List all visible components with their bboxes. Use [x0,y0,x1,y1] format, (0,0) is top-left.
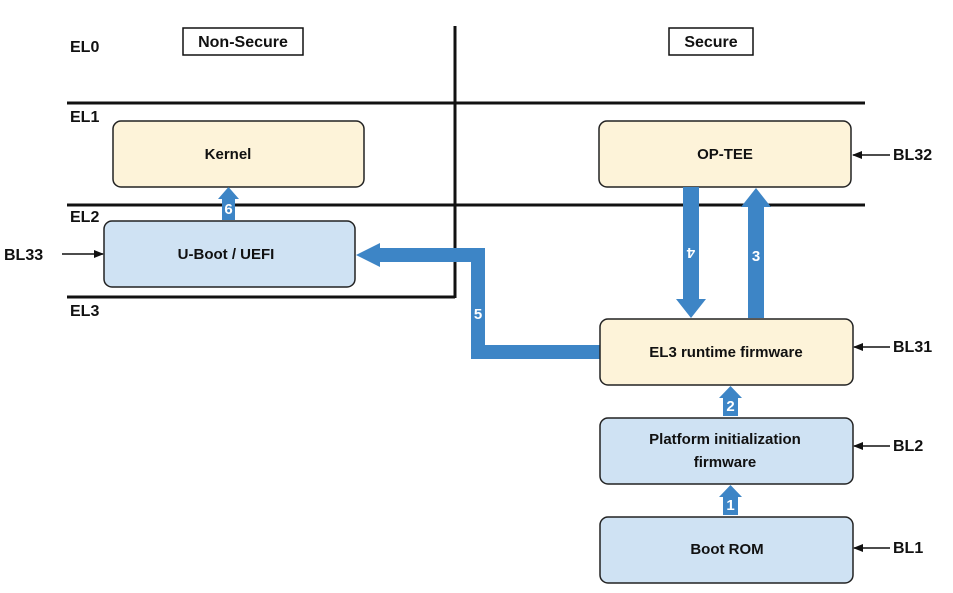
step-1-arrowhead [719,485,742,497]
platform-init-box [599,417,854,485]
step-1-arrow-shaft [723,496,738,515]
step-2-label: 2 [726,398,734,415]
boot-rom-label: Boot ROM [690,541,763,558]
step-2-arrowhead [719,386,742,398]
optee-label: OP-TEE [697,146,753,163]
step-6-arrowhead [218,187,239,199]
step-3-label: 3 [752,248,760,265]
uboot-label: U-Boot / UEFI [178,246,275,263]
bl31-label: BL31 [893,339,932,356]
non-secure-header: Non-Secure [198,34,288,51]
step-3-arrow-shaft [748,205,764,318]
bl1-label: BL1 [893,540,923,557]
el0-label: EL0 [70,39,99,56]
step-5-arrowhead [356,243,380,267]
step-2-arrow-shaft [723,397,738,416]
step-5-label: 5 [474,306,482,323]
secure-header: Secure [684,34,737,51]
platform-init-label-line2: firmware [694,454,757,471]
step-1-label: 1 [726,497,734,514]
step-6-label: 6 [224,201,232,218]
platform-init-label-line1: Platform initialization [649,431,801,448]
el3-runtime-label: EL3 runtime firmware [649,344,802,361]
optee-box [598,120,852,188]
step-4-label: 4 [686,244,695,261]
bl2-label: BL2 [893,438,923,455]
bl32-label: BL32 [893,147,932,164]
el3-runtime-box [599,318,854,386]
non-secure-header-box [182,27,304,56]
el1-label: EL1 [70,109,99,126]
step-3-arrowhead [741,188,771,207]
kernel-box [112,120,365,188]
uboot-box [103,220,356,288]
el2-label: EL2 [70,209,99,226]
bl33-label: BL33 [4,247,43,264]
kernel-label: Kernel [205,146,252,163]
step-4-arrow-shaft [683,187,699,301]
step-5-arrow [378,248,600,359]
step-6-arrow-shaft [222,198,235,220]
el3-label: EL3 [70,303,99,320]
step-4-arrowhead [676,299,706,318]
secure-header-box [668,27,754,56]
